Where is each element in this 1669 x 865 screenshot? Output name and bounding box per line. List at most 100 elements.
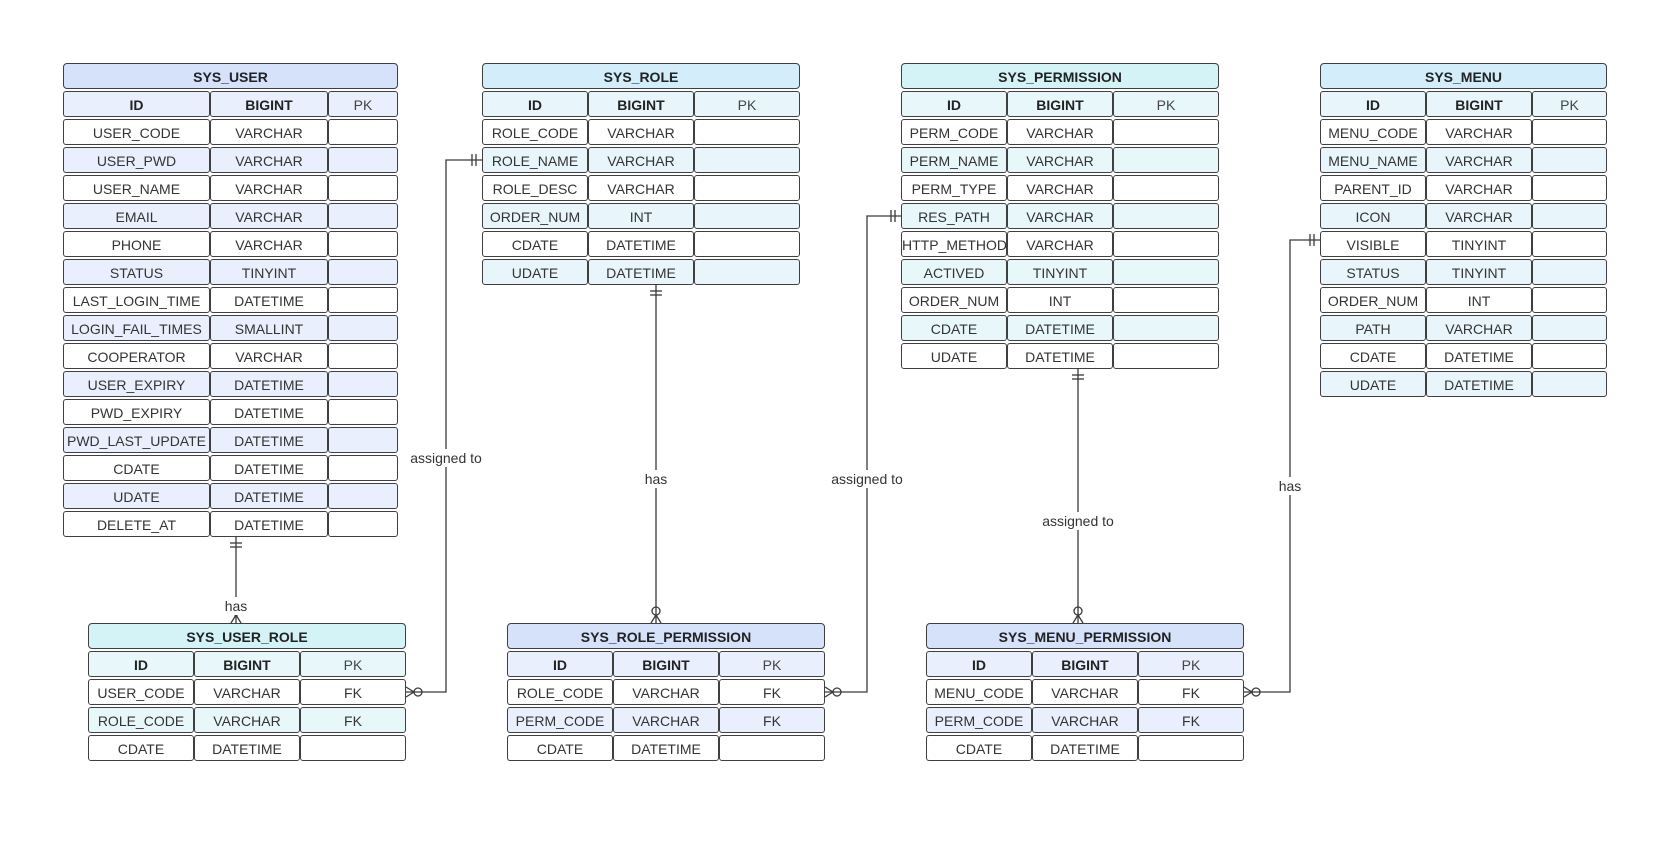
relationship-line (406, 159, 482, 693)
column-type-cell: INT (1007, 287, 1113, 313)
many-marker (1243, 691, 1253, 698)
column-name-cell: PHONE (63, 231, 210, 257)
relationship-label-bg (401, 449, 491, 467)
column-key-cell (1532, 287, 1607, 313)
column-key-cell (1113, 315, 1219, 341)
column-name-cell: ID (507, 651, 613, 677)
table-title: SYS_MENU (1320, 63, 1607, 89)
column-name-cell: CDATE (926, 735, 1032, 761)
column-name-cell: CDATE (1320, 343, 1426, 369)
column-type-cell: DATETIME (1032, 735, 1138, 761)
column-name-cell: ORDER_NUM (1320, 287, 1426, 313)
column-type-cell: VARCHAR (588, 147, 694, 173)
column-type-cell: DATETIME (210, 483, 328, 509)
column-type-cell: VARCHAR (210, 175, 328, 201)
column-name-cell: LOGIN_FAIL_TIMES (63, 315, 210, 341)
column-name-cell: ROLE_CODE (507, 679, 613, 705)
column-type-cell: INT (1426, 287, 1532, 313)
column-type-cell: DATETIME (210, 287, 328, 313)
column-type-cell: SMALLINT (210, 315, 328, 341)
column-type-cell: BIGINT (194, 651, 300, 677)
column-type-cell: VARCHAR (1007, 147, 1113, 173)
column-key-cell: FK (1138, 679, 1244, 705)
column-type-cell: TINYINT (210, 259, 328, 285)
many-marker (1077, 614, 1084, 624)
column-type-cell: VARCHAR (210, 343, 328, 369)
column-key-cell: FK (1138, 707, 1244, 733)
column-type-cell: VARCHAR (1007, 119, 1113, 145)
many-marker (824, 686, 834, 693)
column-name-cell: ID (901, 91, 1007, 117)
column-name-cell: LAST_LOGIN_TIME (63, 287, 210, 313)
relationship-label: has (1279, 478, 1302, 494)
relationship-label: has (645, 471, 668, 487)
column-type-cell: VARCHAR (210, 203, 328, 229)
column-type-cell: VARCHAR (613, 679, 719, 705)
column-name-cell: HTTP_METHOD (901, 231, 1007, 257)
